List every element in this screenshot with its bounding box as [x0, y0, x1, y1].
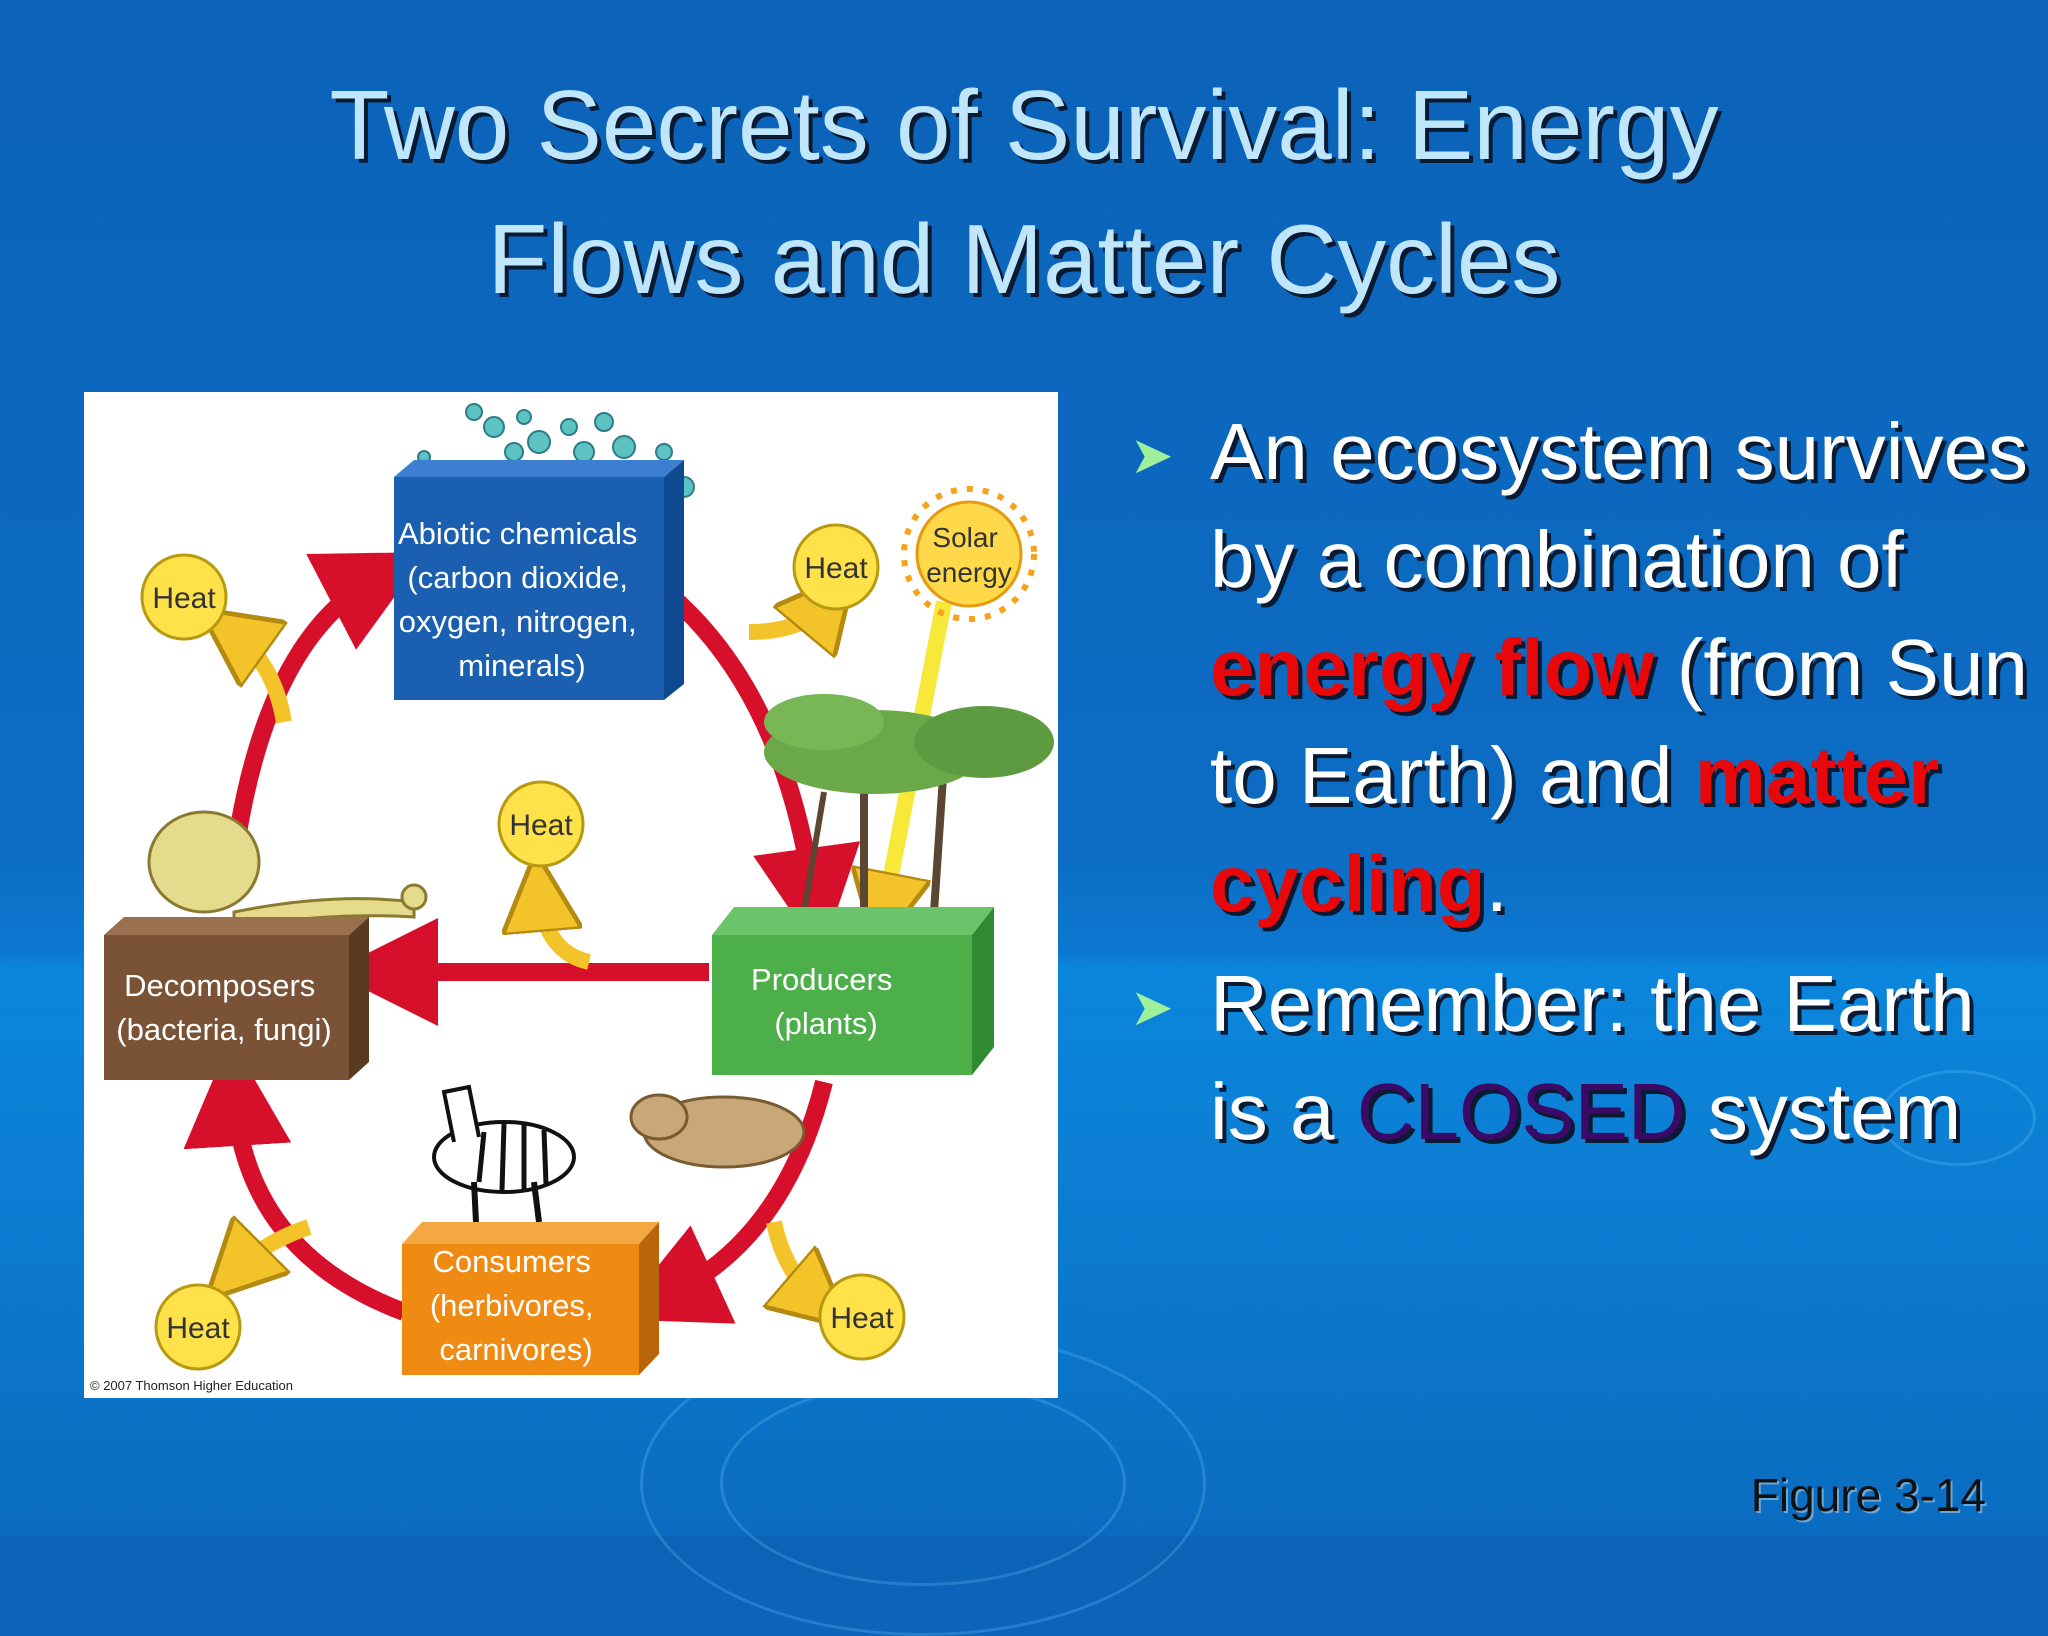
bullet-text-segment: .	[1485, 839, 1508, 928]
title-line: Two Secrets of Survival: Energy	[329, 70, 1719, 180]
zebra-illustration	[432, 1084, 576, 1223]
consumers-label: Consumers (herbivores, carnivores)	[430, 1244, 602, 1367]
heat-badge: Heat	[140, 553, 228, 641]
bullet-list: ➤ An ecosystem survives by a combination…	[1130, 398, 2030, 1178]
background-ripple	[720, 1380, 1126, 1586]
ecosystem-cycle-diagram: Abiotic chemicals (carbon dioxide, oxyge…	[84, 392, 1058, 1398]
heat-badge: Heat	[818, 1273, 906, 1361]
slide-title: Two Secrets of Survival: Energy Flows an…	[0, 58, 2048, 326]
decomposers-label: Decomposers (bacteria, fungi)	[116, 968, 331, 1047]
heat-arrow	[232, 632, 292, 724]
emphasis-closed: CLOSED	[1356, 1067, 1686, 1156]
producers-box	[712, 907, 994, 1075]
bullet-text-segment: Remember: the Earth is a	[1210, 959, 1975, 1156]
producers-label: Producers (plants)	[751, 962, 901, 1041]
tree-illustration	[764, 694, 1054, 913]
heat-arrow	[748, 602, 829, 632]
bullet-arrow-icon: ➤	[1130, 427, 1174, 485]
bullet-text: An ecosystem survives by a combination o…	[1210, 407, 2028, 928]
matter-arrow	[614, 1079, 833, 1324]
lion-illustration	[629, 1093, 806, 1169]
bullet-text-segment: (from Sun to Earth) and	[1210, 623, 2028, 820]
svg-text:Heat: Heat	[509, 809, 573, 842]
skeleton-illustration	[147, 810, 428, 929]
svg-text:Heat: Heat	[166, 1312, 230, 1345]
matter-arrow	[648, 574, 861, 956]
consumers-box	[402, 1222, 659, 1375]
heat-arrow	[539, 892, 592, 970]
sun-icon	[901, 486, 1037, 622]
abiotic-chemicals-box	[394, 460, 684, 700]
matter-arrow	[183, 1038, 408, 1321]
heat-arrow	[234, 1227, 312, 1272]
heat-badge: Heat	[154, 1283, 242, 1371]
bullet-item: ➤ Remember: the Earth is a CLOSED system	[1130, 950, 2030, 1166]
bullet-item: ➤ An ecosystem survives by a combination…	[1130, 398, 2030, 938]
heat-arrow	[774, 1220, 819, 1302]
title-line: Flows and Matter Cycles	[487, 204, 1561, 314]
bullet-text-segment: An ecosystem survives by a combination o…	[1210, 407, 2029, 604]
emphasis-matter-cycling: matter cycling	[1210, 731, 1940, 928]
background-ripple	[1880, 1070, 2036, 1166]
bullet-text-segment: system	[1685, 1067, 1962, 1156]
svg-text:Heat: Heat	[830, 1302, 894, 1335]
figure-label: Figure 3-14	[1750, 1469, 1986, 1521]
bullet-arrow-icon: ➤	[1130, 979, 1174, 1037]
emphasis-energy-flow: energy flow	[1210, 623, 1655, 712]
heat-badge: Heat	[792, 523, 880, 611]
heat-badge: Heat	[497, 780, 585, 868]
svg-text:Heat: Heat	[804, 552, 868, 585]
abiotic-label: Abiotic chemicals (carbon dioxide, oxyge…	[398, 516, 646, 683]
copyright-text: © 2007 Thomson Higher Education	[90, 1378, 293, 1393]
decomposers-box	[104, 917, 369, 1080]
bullet-text: Remember: the Earth is a CLOSED system	[1210, 959, 1975, 1156]
solar-energy-label: Solar energy	[926, 522, 1012, 588]
diagram-svg: Abiotic chemicals (carbon dioxide, oxyge…	[90, 403, 1054, 1393]
svg-text:Heat: Heat	[152, 582, 216, 615]
